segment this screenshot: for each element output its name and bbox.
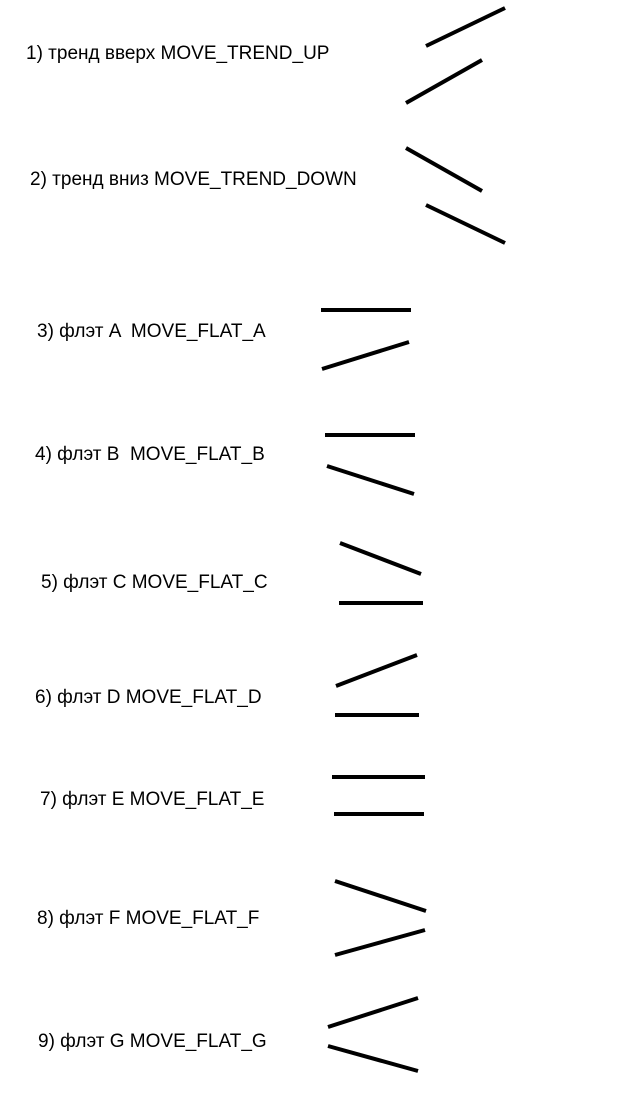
glyph-line-lower [326,464,415,496]
label-move-flat-b: 4) флэт B MOVE_FLAT_B [35,444,265,465]
label-move-trend-up: 1) тренд вверх MOVE_TREND_UP [26,43,330,64]
label-move-flat-d: 6) флэт D MOVE_FLAT_D [35,687,262,708]
glyph-line-upper [334,879,427,913]
glyph-line-lower [405,58,483,105]
glyph-move-flat-a [321,308,411,371]
glyph-move-flat-c [339,541,423,605]
glyph-line-upper [405,146,483,193]
glyph-move-flat-g [327,996,419,1073]
glyph-move-trend-down [405,146,506,245]
glyph-move-trend-up [405,6,506,105]
glyph-move-flat-d [335,653,419,717]
label-move-flat-f: 8) флэт F MOVE_FLAT_F [37,908,260,929]
glyph-move-flat-e [332,775,425,816]
label-move-flat-e: 7) флэт E MOVE_FLAT_E [40,789,265,810]
glyph-line-upper [339,541,422,576]
glyph-line-lower [334,928,426,957]
glyph-move-flat-b [325,433,415,496]
label-move-flat-c: 5) флэт C MOVE_FLAT_C [41,572,268,593]
glyph-move-flat-f [334,879,427,957]
glyph-line-upper [335,653,418,688]
label-move-flat-g: 9) флэт G MOVE_FLAT_G [38,1031,267,1052]
label-move-flat-a: 3) флэт A MOVE_FLAT_A [37,321,266,342]
glyph-line-lower [321,340,410,371]
glyph-line-lower [327,1044,419,1073]
label-move-trend-down: 2) тренд вниз MOVE_TREND_DOWN [30,169,357,190]
glyph-line-lower [425,203,506,245]
glyph-line-upper [327,996,419,1029]
glyph-line-upper [425,6,506,48]
